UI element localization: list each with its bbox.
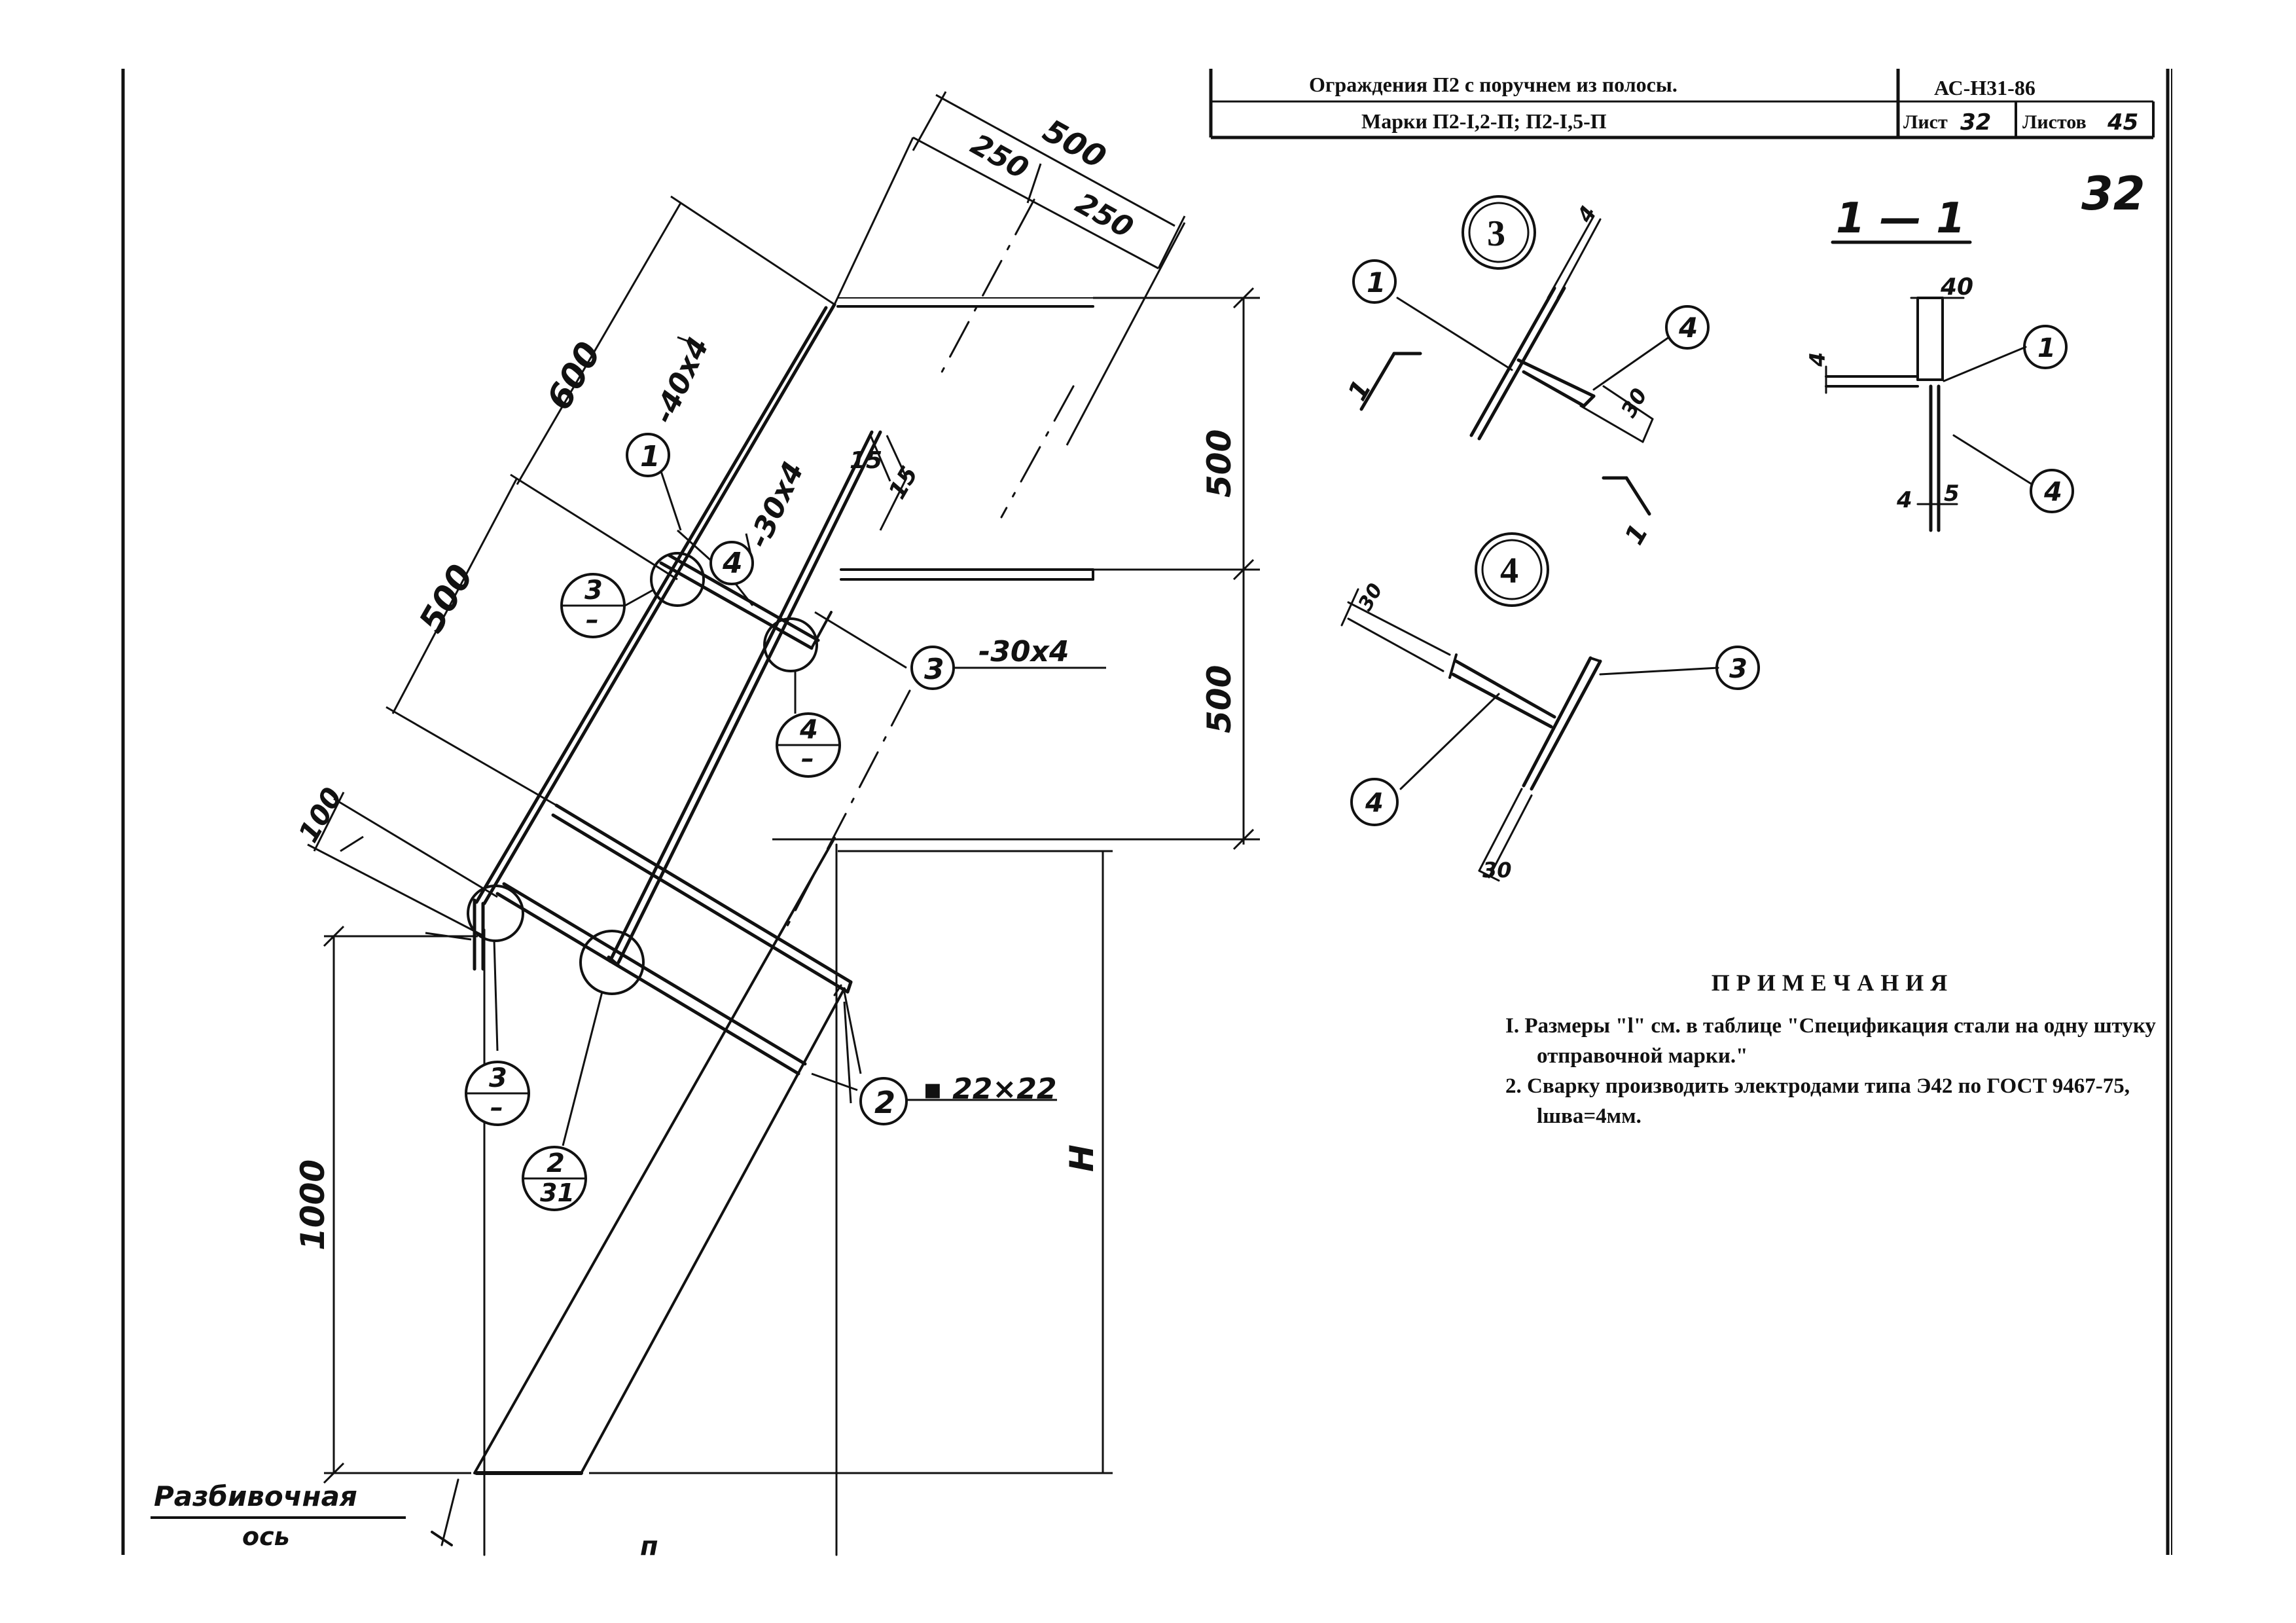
detail-circle-4: [763, 617, 818, 672]
balloon-part-2: [859, 1077, 908, 1125]
detail-3-ref-4: 4: [1678, 312, 1698, 344]
part-3-spec: -30x4: [978, 635, 1069, 668]
stringer-lower: [580, 987, 846, 1474]
balloon-part-1: [626, 433, 670, 477]
sheet-number: 32: [1960, 109, 1991, 136]
detail-4-ref-4: 4: [1365, 788, 1384, 818]
detail-3-dim-4: 4: [1572, 202, 1602, 227]
callout-2-bottom: 31: [540, 1178, 575, 1207]
post-2: [608, 430, 882, 964]
part-2-spec: ▪ 22×22: [923, 1072, 1056, 1106]
dim-500-top: 500: [1037, 113, 1112, 177]
axis-label-line-2: ось: [242, 1522, 290, 1551]
lower-rail: [495, 882, 807, 1076]
dim-h: H: [1063, 1144, 1101, 1172]
section-1-1: [1825, 240, 2074, 532]
post-1: [475, 302, 836, 905]
dim-15-a: 15: [850, 447, 882, 474]
detail-circle-2: [579, 930, 645, 995]
corner-page-mark: 32: [2081, 167, 2145, 221]
railing-elevation: [431, 198, 1094, 1556]
part-balloons: [626, 433, 955, 1125]
detail-4: [1340, 532, 1760, 882]
detail-3-ref-1: 1: [1367, 266, 1386, 299]
doc-code: АС-Н31-86: [1934, 76, 2036, 100]
detail-4-ref-3: 3: [1729, 654, 1748, 684]
note-1-text: I. Размеры "l" см. в таблице "Спецификац…: [1505, 1014, 2156, 1068]
bottom-mark: п: [640, 1531, 658, 1561]
detail-4-dim-30-bottom: 30: [1482, 858, 1512, 883]
section-1-1-dim-4-bottom: 4: [1896, 487, 1912, 513]
callout-4-top: 4: [799, 715, 818, 745]
notes-heading: ПРИМЕЧАНИЯ: [1711, 970, 1954, 996]
section-1-1-dim-40: 40: [1940, 274, 1973, 301]
part-4-spec: -30x4: [742, 457, 811, 553]
section-1-1-title: 1 — 1: [1836, 194, 1965, 243]
part-2-label: 2: [874, 1085, 895, 1120]
callout-3a-top: 3: [584, 575, 603, 606]
callout-3a-bottom: –: [586, 605, 599, 635]
dim-250-a: 250: [965, 128, 1034, 186]
section-1-1-ref-4: 4: [2043, 477, 2062, 507]
title-line-2: Марки П2-I,2-П; П2-I,5-П: [1361, 109, 1607, 133]
axis-label-line-1: Разбивочная: [154, 1480, 357, 1512]
callout-3b-bottom: –: [490, 1093, 503, 1123]
note-1: I. Размеры "l" см. в таблице "Спецификац…: [1505, 1011, 2160, 1071]
part-3-label: 3: [924, 653, 944, 686]
part-1-label: 1: [640, 440, 660, 473]
note-2-text: 2. Сварку производить электродами типа Э…: [1505, 1074, 2130, 1128]
section-1-1-ref-1: 1: [2037, 333, 2056, 363]
sheet-label: Лист: [1903, 111, 1948, 133]
detail-3-cut-a: 1: [1342, 375, 1378, 406]
title-block: [1209, 69, 2155, 139]
part-4-label: 4: [722, 547, 743, 580]
dim-1000: 1000: [294, 1159, 332, 1250]
detail-callouts: [465, 573, 841, 1211]
detail-circle-3a: [650, 552, 705, 607]
stringer-upper: [473, 837, 836, 1474]
dim-250-b: 250: [1070, 187, 1139, 245]
balloon-part-3: [910, 646, 955, 690]
note-2: 2. Сварку производить электродами типа Э…: [1505, 1071, 2160, 1131]
detail-circle-3b: [467, 884, 524, 942]
detail-3: [1352, 195, 1710, 516]
dim-500-right-a: 500: [1200, 429, 1238, 498]
part-1-spec: -40x4: [647, 333, 716, 429]
dim-600: 600: [539, 335, 609, 416]
sheet-frame: [121, 69, 2172, 1555]
callout-2-top: 2: [547, 1148, 565, 1178]
section-1-1-dim-5: 5: [1944, 481, 1960, 507]
brace-rail: [551, 803, 853, 994]
detail-4-dim-30-top: 30: [1354, 579, 1388, 615]
dim-15-b: 15: [884, 462, 924, 504]
elevation-dimensions: [307, 91, 1260, 1484]
callout-4-bottom: –: [801, 744, 814, 774]
dim-500-left: 500: [412, 558, 481, 639]
detail-4-title: 4: [1500, 551, 1518, 591]
callout-3b-top: 3: [489, 1063, 507, 1093]
sheets-total: 45: [2107, 109, 2138, 136]
balloon-part-4: [709, 541, 754, 585]
mid-rail: [659, 553, 820, 650]
dim-500-right-b: 500: [1200, 665, 1238, 733]
detail-3-cut-b: 1: [1619, 519, 1655, 550]
dim-100: 100: [292, 782, 348, 848]
title-line-1: Ограждения П2 с поручнем из полосы.: [1309, 73, 1677, 96]
sheets-label: Листов: [2022, 111, 2087, 133]
detail-3-title: 3: [1487, 213, 1505, 254]
notes-block: ПРИМЕЧАНИЯ I. Размеры "l" см. в таблице …: [1505, 969, 2160, 1131]
section-1-1-dim-4-left: 4: [1805, 352, 1830, 367]
